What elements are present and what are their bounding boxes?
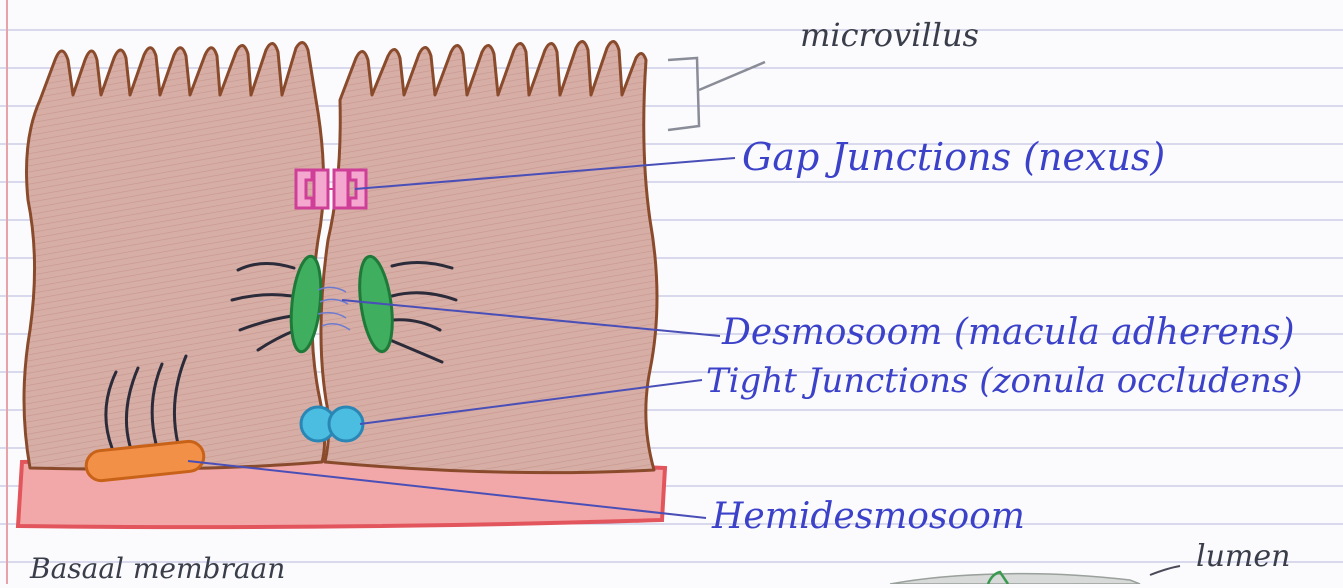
tight-junction (301, 407, 363, 441)
label-gap-junctions: Gap Junctions (nexus) (742, 135, 1165, 179)
microvillus-bracket (668, 58, 765, 130)
label-desmosome: Desmosoom (macula adherens) (721, 312, 1294, 353)
label-basal-membrane: Basaal membraan (29, 552, 285, 584)
lumen-pointer (1150, 566, 1180, 575)
label-tight-junctions: Tight Junctions (zonula occludens) (706, 361, 1303, 401)
label-hemidesmosome: Hemidesmosoom (711, 496, 1025, 537)
label-lumen: lumen (1196, 539, 1290, 574)
label-microvillus: microvillus (800, 16, 979, 54)
lumen-shape (890, 574, 1140, 584)
